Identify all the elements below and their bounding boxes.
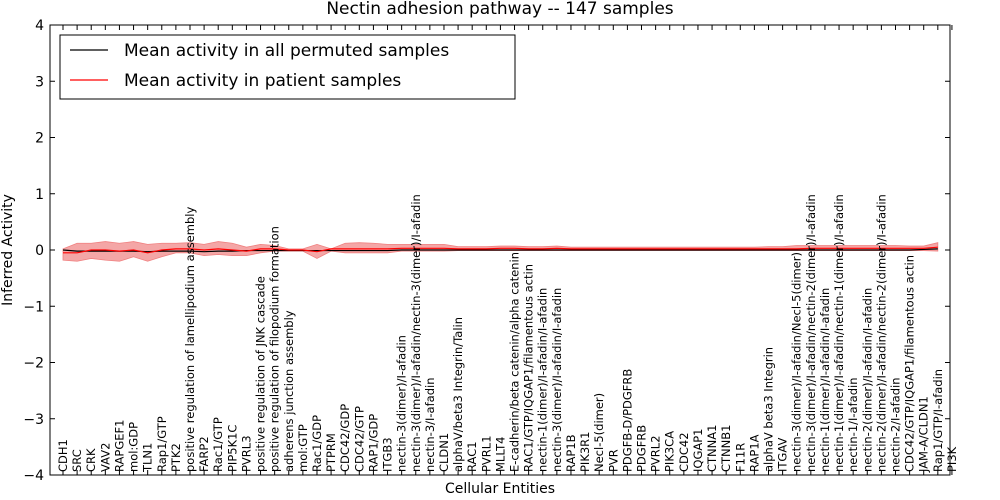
x-tick-label: alphaV beta3 Integrin	[762, 347, 776, 472]
x-tick-label: nectin-3(dimer)/I-afadin/nectin-2(dimer)…	[804, 194, 818, 472]
x-tick-label: PTPRM	[324, 433, 338, 472]
x-tick-label: alphaV/beta3 Integrin/Talin	[451, 317, 465, 472]
legend-label-patient: Mean activity in patient samples	[124, 71, 401, 91]
x-tick-label: nectin-3(dimer)/I-afadin	[395, 335, 409, 472]
x-tick-label: CDC42	[677, 432, 691, 472]
x-tick-label: PDGFB-D/PDGFRB	[620, 369, 634, 472]
x-tick-label: nectin-1/I-afadin	[846, 378, 860, 473]
x-tick-label: nectin-1(dimer)/I-afadin/I-afadin	[818, 288, 832, 472]
x-tick-label: PVRL1	[479, 435, 493, 472]
series-lines	[62, 246, 938, 254]
x-tick-label: nectin-3(dimer)/I-afadin/I-afadin	[550, 288, 564, 472]
x-tick-label: positive regulation of lamellipodium ass…	[183, 207, 197, 472]
x-tick-label: CDC42/GTP	[352, 406, 366, 472]
legend-label-permuted: Mean activity in all permuted samples	[124, 41, 449, 61]
x-tick-label: ITGB3	[381, 437, 395, 472]
x-tick-label: MLLT4	[493, 437, 507, 473]
x-tick-label: positive regulation of JNK cascade	[254, 276, 268, 472]
x-tick-label: mol:GTP	[296, 424, 310, 472]
x-tick-label: CLDN1	[437, 433, 451, 472]
x-tick-label: PVRL3	[239, 435, 253, 472]
x-axis-label: Cellular Entities	[445, 481, 555, 497]
x-tick-label: PI3K	[945, 446, 959, 472]
x-tick-label: nectin-3(dimer)/I-afadin/nectin-3(dimer)…	[409, 194, 423, 472]
x-tick-label: PVRL2	[649, 435, 663, 472]
series-line-patient	[63, 246, 938, 254]
x-tick-label: nectin-3(dimer)/I-afadin/Necl-5(dimer)	[790, 252, 804, 472]
x-tick-label: CRK	[84, 448, 98, 472]
x-tick-label: PDGFRB	[635, 425, 649, 472]
y-tick-label: 4	[35, 18, 44, 34]
x-tick-label: SRC	[70, 449, 84, 472]
x-tick-label: RAPGEF1	[112, 420, 126, 472]
x-tick-label: Rac1/GDP	[310, 415, 324, 472]
x-tick-label: PIP5K1C	[225, 425, 239, 472]
x-tick-label: PIK3R1	[578, 432, 592, 473]
x-tick-label: JAM-A/CLDN1	[917, 396, 931, 473]
x-tick-label: PIK3CA	[663, 431, 677, 472]
x-tick-label: positive regulation of filopodium format…	[268, 226, 282, 472]
legend-box	[59, 34, 516, 100]
y-tick-label: −2	[23, 356, 44, 372]
x-tick-label: Rap1/GTP	[155, 416, 169, 472]
x-tick-label: nectin-2(dimer)/I-afadin/I-afadin	[860, 288, 874, 472]
x-tick-label: CTNNB1	[719, 425, 733, 472]
x-tick-label: mol:GDP	[127, 422, 141, 472]
x-tick-label: Necl-5(dimer)	[592, 393, 606, 472]
y-tick-label: 0	[35, 243, 44, 259]
x-tick-label: RAP1B	[564, 434, 578, 472]
x-tick-label: VAV2	[98, 443, 112, 472]
x-tick-label: nectin-3/I-afadin	[423, 378, 437, 473]
x-tick-label: adherens junction assembly	[282, 310, 296, 472]
x-tick-label: CDC42/GDP	[338, 404, 352, 472]
x-tick-label: RAP1A	[747, 434, 761, 472]
x-tick-label: CDH1	[56, 439, 70, 472]
x-tick-label: ITGAV	[776, 438, 790, 472]
y-axis-label: Inferred Activity	[0, 194, 16, 306]
y-tick-label: 1	[35, 187, 44, 203]
chart-title: Nectin adhesion pathway -- 147 samples	[326, 0, 673, 19]
x-tick-label: CDC42/GTP/IQGAP1/filamentous actin	[903, 255, 917, 472]
series-line-permuted	[62, 248, 938, 253]
x-tick-label: nectin-2(dimer)/I-afadin/nectin-2(dimer)…	[874, 194, 888, 472]
x-tick-label: PVR	[606, 449, 620, 472]
x-tick-label: nectin-2/I-afadin	[888, 378, 902, 473]
x-tick-label: CTNNA1	[705, 425, 719, 472]
x-tick-label: F11R	[733, 443, 747, 472]
legend: Mean activity in all permuted samples Me…	[59, 34, 516, 100]
x-tick-label: IQGAP1	[691, 429, 705, 472]
x-tick-label: Rac1/GTP	[211, 417, 225, 472]
y-tick-label: 3	[35, 74, 44, 90]
y-axis: −4 −3 −2 −1 0 1 2 3 4	[23, 18, 950, 484]
x-tick-label: nectin-1(dimer)/I-afadin/I-afadin	[536, 288, 550, 472]
x-tick-label: TLN1	[141, 443, 155, 473]
y-tick-label: −4	[23, 468, 44, 484]
x-tick-label: FARP2	[197, 436, 211, 472]
x-tick-label: nectin-1(dimer)/I-afadin/nectin-1(dimer)…	[832, 194, 846, 472]
y-tick-label: 2	[35, 131, 44, 147]
y-tick-label: −1	[23, 299, 44, 315]
x-tick-label: E-cadherin/beta catenin/alpha catenin	[508, 252, 522, 472]
y-tick-label: −3	[23, 412, 44, 428]
x-tick-label: RAP1/GDP	[366, 414, 380, 472]
x-tick-label: RAC1/GTP/IQGAP1/filamentous actin	[522, 264, 536, 472]
x-tick-label: RAC1	[465, 441, 479, 472]
x-tick-label: PTK2	[169, 443, 183, 472]
x-tick-label: Rap1/GTP/I-afadin	[931, 369, 945, 472]
